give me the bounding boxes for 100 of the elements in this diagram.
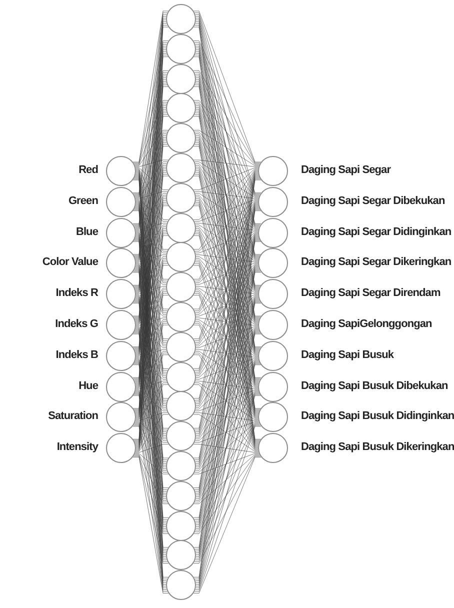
output-label: Daging Sapi Busuk Didinginkan xyxy=(301,410,454,424)
connection-line xyxy=(196,299,260,466)
connection-line xyxy=(133,42,168,194)
connection-line xyxy=(133,44,167,225)
connection-line xyxy=(135,165,166,260)
connection-line xyxy=(134,362,166,528)
connection-line xyxy=(195,222,258,230)
neuron-circle xyxy=(106,372,136,402)
connection-line xyxy=(194,423,260,502)
connection-line xyxy=(194,352,258,420)
connection-line xyxy=(196,260,258,355)
connection-line xyxy=(136,172,169,340)
connection-line xyxy=(196,318,258,326)
connection-line xyxy=(194,102,260,196)
connection-line xyxy=(195,232,258,313)
connection-line xyxy=(136,296,166,376)
connection-line xyxy=(195,321,258,388)
connection-line xyxy=(196,319,258,356)
connection-line xyxy=(196,358,259,410)
connection-line xyxy=(133,394,167,560)
connection-line xyxy=(134,132,168,197)
connection-line xyxy=(196,290,258,356)
connection-line xyxy=(193,455,260,534)
connection-line xyxy=(193,10,262,162)
neuron-circle xyxy=(166,242,196,272)
connection-line xyxy=(136,222,167,230)
connection-line xyxy=(196,328,259,408)
connection-line xyxy=(136,290,166,356)
connection-line xyxy=(194,422,260,472)
connection-line xyxy=(136,254,166,262)
connection-line xyxy=(193,130,260,166)
connection-line xyxy=(135,160,169,167)
connection-line xyxy=(196,362,260,499)
connection-line xyxy=(196,330,260,497)
neuron-circle xyxy=(166,272,196,302)
neuron-circle xyxy=(258,433,288,464)
connection-line xyxy=(136,291,167,386)
output-label: Daging Sapi Busuk Dibekukan xyxy=(301,380,448,393)
connection-line xyxy=(194,72,260,195)
connection-line xyxy=(132,10,169,162)
connection-line xyxy=(195,394,261,560)
connection-line xyxy=(136,224,166,262)
connection-line xyxy=(136,354,169,450)
connection-line xyxy=(135,163,167,229)
connection-line xyxy=(136,324,169,449)
connection-line xyxy=(134,392,167,471)
connection-line xyxy=(196,286,258,294)
connection-line xyxy=(135,390,167,441)
input-label: Intensity xyxy=(56,441,98,454)
connection-line xyxy=(133,456,169,564)
connection-line xyxy=(136,288,166,325)
connection-line xyxy=(136,358,166,380)
connection-line xyxy=(194,42,261,194)
connection-line xyxy=(132,12,168,194)
connection-line xyxy=(136,293,168,418)
connection-line xyxy=(194,421,259,443)
neuron-circle xyxy=(166,212,196,243)
connection-line xyxy=(135,297,166,406)
input-label: Red xyxy=(78,164,98,177)
neuron-circle xyxy=(106,310,136,340)
connection-line xyxy=(196,107,260,288)
neuron-circle xyxy=(258,340,288,371)
connection-line xyxy=(195,390,259,441)
neuron-circle xyxy=(106,402,136,432)
connection-line xyxy=(136,384,169,451)
input-label: Indeks B xyxy=(56,348,98,362)
connection-line xyxy=(136,318,166,326)
connection-line xyxy=(134,453,169,474)
connection-line xyxy=(136,232,167,283)
connection-line xyxy=(135,198,166,322)
connection-line xyxy=(193,169,258,250)
connection-line xyxy=(132,426,168,592)
connection-line xyxy=(135,170,166,352)
neuron-circle xyxy=(106,433,136,464)
neuron-circle xyxy=(166,451,196,481)
connection-line xyxy=(196,264,258,344)
connection-line xyxy=(194,293,258,418)
output-label: Daging Sapi Segar Direndam xyxy=(301,287,440,300)
connection-line xyxy=(193,167,259,190)
connection-line xyxy=(193,168,258,220)
connection-line xyxy=(136,351,167,388)
connection-line xyxy=(136,327,166,378)
connection-line xyxy=(136,264,166,344)
connection-line xyxy=(196,360,259,440)
connection-line xyxy=(134,137,166,290)
neuron-circle xyxy=(166,480,196,511)
output-label: Daging Sapi Segar Dibekukan xyxy=(301,194,445,208)
neuron-circle xyxy=(166,64,196,94)
connection-line xyxy=(195,351,258,388)
connection-line xyxy=(136,199,168,222)
connection-line xyxy=(134,76,166,257)
connection-line xyxy=(195,392,260,500)
connection-line xyxy=(134,102,168,196)
connection-line xyxy=(136,295,166,346)
connection-line xyxy=(195,390,259,412)
neuron-circle xyxy=(166,4,196,34)
connection-line xyxy=(133,40,169,164)
connection-line xyxy=(196,330,260,468)
connection-line xyxy=(194,201,258,282)
connection-line xyxy=(196,326,258,348)
